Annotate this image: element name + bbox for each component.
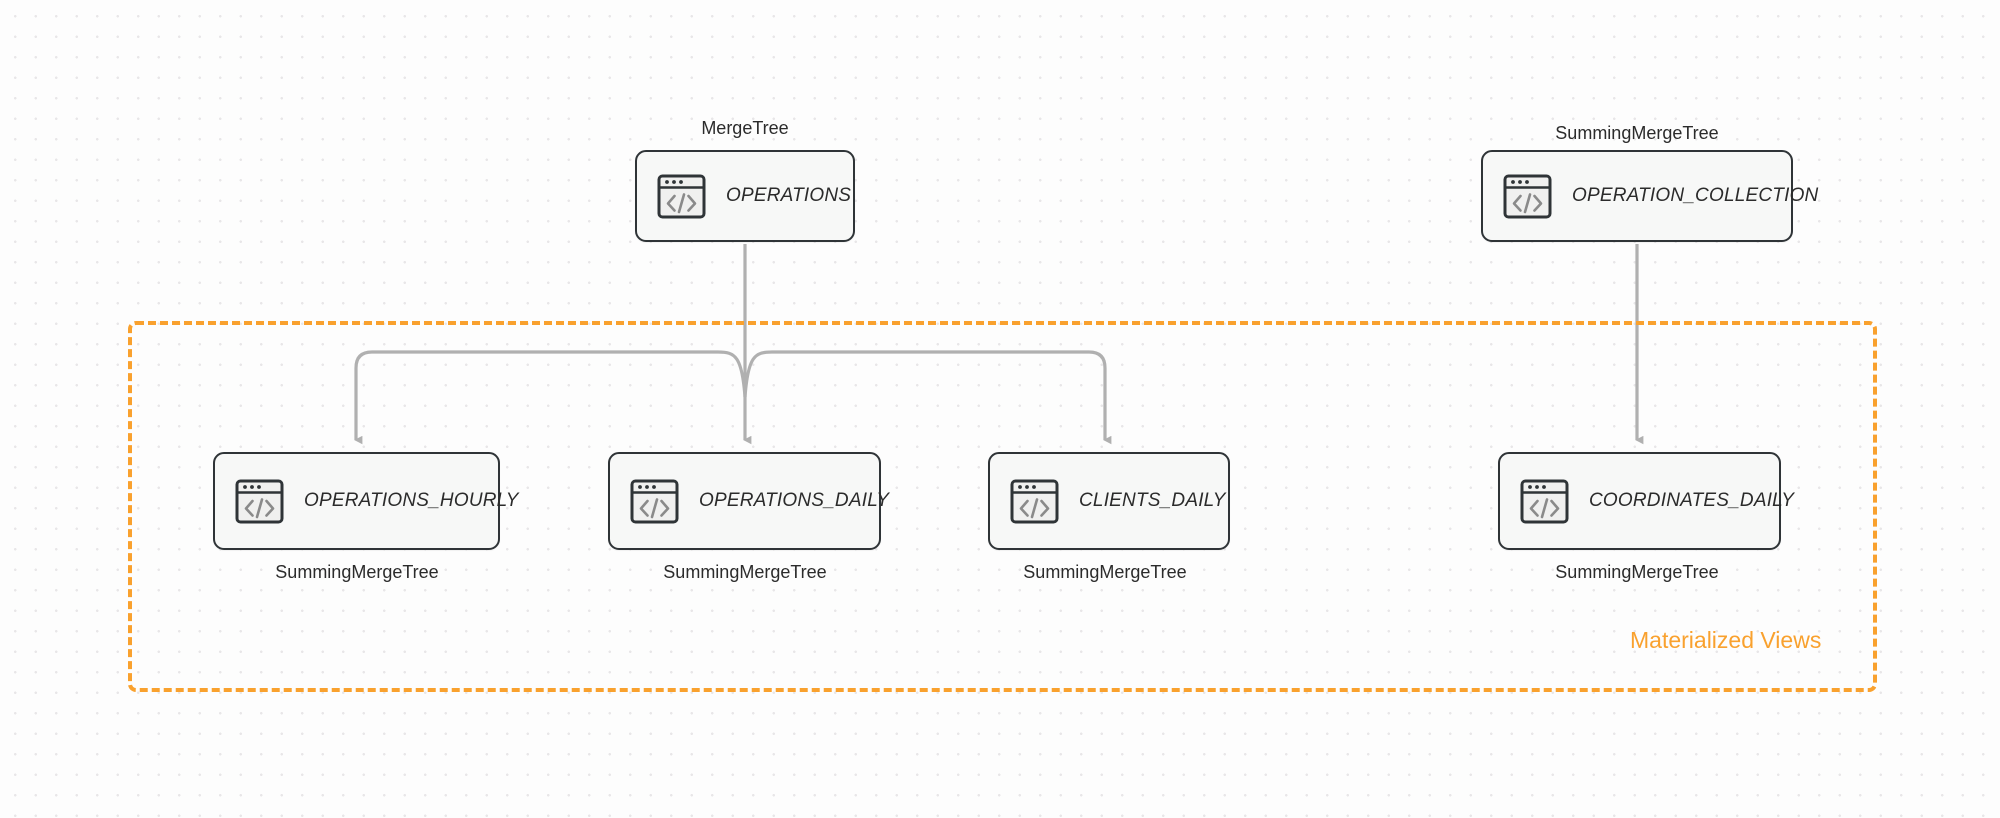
engine-caption-operation-collection: SummingMergeTree [1555, 123, 1719, 143]
node-operation-collection[interactable]: OPERATION_COLLECTION [1481, 150, 1818, 242]
engine-caption-clients-daily: SummingMergeTree [1023, 562, 1187, 582]
code-window-icon [1503, 174, 1552, 219]
node-label-operations-hourly: OPERATIONS_HOURLY [304, 490, 519, 511]
node-label-coordinates-daily: COORDINATES_DAILY [1589, 490, 1795, 511]
node-coordinates-daily[interactable]: COORDINATES_DAILY [1498, 452, 1794, 550]
materialized-views-group [128, 321, 1877, 692]
engine-caption-operations-hourly: SummingMergeTree [275, 562, 439, 582]
code-window-icon [1520, 479, 1569, 524]
node-label-operations: OPERATIONS [726, 185, 852, 206]
code-window-icon [1010, 479, 1059, 524]
code-window-icon [630, 479, 679, 524]
node-label-clients-daily: CLIENTS_DAILY [1079, 490, 1226, 511]
code-window-icon [657, 174, 706, 219]
node-label-operations-daily: OPERATIONS_DAILY [699, 490, 890, 511]
node-operations[interactable]: OPERATIONS [635, 150, 855, 242]
node-label-operation-collection: OPERATION_COLLECTION [1572, 185, 1819, 206]
code-window-icon [235, 479, 284, 524]
materialized-views-group-label: Materialized Views [1630, 627, 1822, 653]
engine-caption-operations: MergeTree [701, 118, 789, 138]
engine-caption-coordinates-daily: SummingMergeTree [1555, 562, 1719, 582]
node-operations-hourly[interactable]: OPERATIONS_HOURLY [213, 452, 518, 550]
engine-caption-operations-daily: SummingMergeTree [663, 562, 827, 582]
node-operations-daily[interactable]: OPERATIONS_DAILY [608, 452, 889, 550]
node-clients-daily[interactable]: CLIENTS_DAILY [988, 452, 1230, 550]
